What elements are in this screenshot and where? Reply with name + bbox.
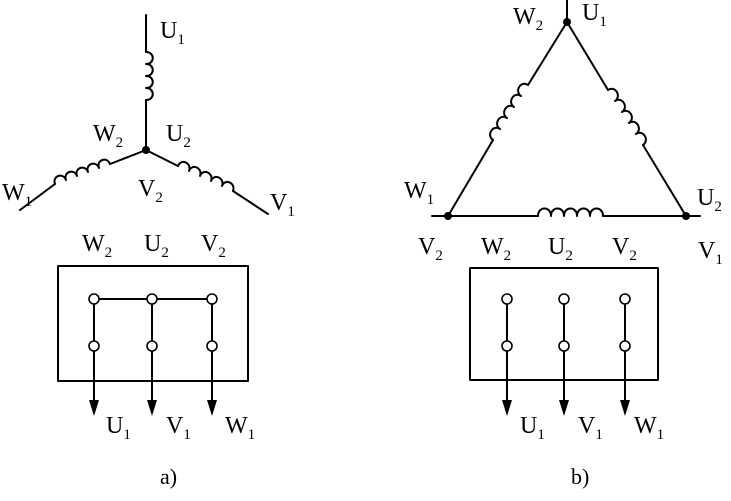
star-label-v1: V1 [270, 190, 295, 220]
delta-label-w1: W1 [404, 178, 434, 208]
delta-arrow-v1 [559, 400, 569, 416]
star-arrow-v1 [147, 400, 157, 416]
star-terminal-u2 [146, 293, 158, 305]
delta-label-v1: V1 [698, 238, 723, 268]
delta-label-u2: U2 [697, 185, 722, 215]
delta-right-lower [642, 144, 687, 217]
star-output-label-v1: V1 [166, 413, 191, 443]
star-terminal-v1 [146, 340, 158, 352]
star-label-w2: W2 [93, 121, 123, 151]
delta-output-label-v1: V1 [578, 413, 603, 443]
star-output-label-u1: U1 [106, 413, 131, 443]
delta-arrow-u1 [502, 400, 512, 416]
delta-coil-w [489, 82, 529, 141]
delta-terminal-label-u2: U2 [548, 234, 573, 264]
star-arrow-u1 [89, 400, 99, 416]
star-coil-v [177, 160, 235, 192]
delta-right-dot [682, 212, 690, 220]
star-terminal-w2 [88, 293, 100, 305]
delta-label-v2: V2 [418, 234, 443, 264]
delta-terminal-v1 [558, 340, 570, 352]
delta-right-upper [566, 21, 609, 91]
delta-terminal-w2 [501, 293, 513, 305]
star-lead-w2 [109, 149, 147, 165]
delta-output-label-u1: U1 [520, 413, 545, 443]
star-connection-diagram [19, 14, 269, 413]
star-lead-v1 [232, 190, 269, 215]
delta-coil-u [607, 87, 647, 146]
delta-terminal-u1 [501, 340, 513, 352]
star-output-label-w1: W1 [225, 413, 255, 443]
delta-terminal-v2 [619, 293, 631, 305]
star-terminal-label-w2: W2 [82, 231, 112, 261]
delta-left-upper [527, 21, 568, 86]
caption-b: b) [571, 464, 589, 489]
star-label-u2: U2 [166, 121, 191, 151]
star-coil-w [53, 158, 111, 185]
star-arrow-w1 [207, 400, 217, 416]
delta-left-dot [444, 212, 452, 220]
delta-terminal-u2 [558, 293, 570, 305]
star-coil-u [145, 51, 154, 101]
star-label-u1: U1 [160, 18, 185, 48]
delta-output-label-w1: W1 [634, 413, 664, 443]
delta-coil-v [537, 207, 604, 217]
delta-connection-diagram [431, 0, 701, 413]
star-point-dot [142, 146, 150, 154]
star-lead-v2 [145, 149, 179, 167]
delta-arrow-w1 [620, 400, 630, 416]
star-terminal-w1 [206, 340, 218, 352]
star-terminal-label-v2: V2 [201, 231, 226, 261]
delta-top-dot [563, 18, 571, 26]
caption-a: a) [160, 464, 177, 489]
star-terminal-v2 [206, 293, 218, 305]
delta-terminal-w1 [619, 340, 631, 352]
star-label-v2: V2 [138, 176, 163, 206]
delta-label-u1: U1 [582, 0, 607, 30]
star-lead-w1 [19, 183, 56, 211]
delta-terminal-label-v2: V2 [612, 234, 637, 264]
delta-terminal-label-w2: W2 [481, 234, 511, 264]
star-terminal-u1 [88, 340, 100, 352]
delta-label-w2: W2 [513, 4, 543, 34]
delta-left-lower [447, 139, 494, 217]
star-label-w1: W1 [2, 180, 32, 210]
star-terminal-label-u2: U2 [144, 231, 169, 261]
